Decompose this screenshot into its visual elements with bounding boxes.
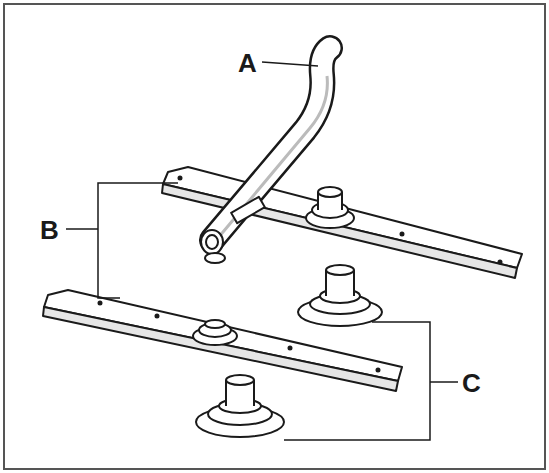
callout-letter: C — [462, 370, 481, 396]
callout-letter: B — [40, 217, 59, 243]
callout-letter: A — [238, 50, 257, 76]
